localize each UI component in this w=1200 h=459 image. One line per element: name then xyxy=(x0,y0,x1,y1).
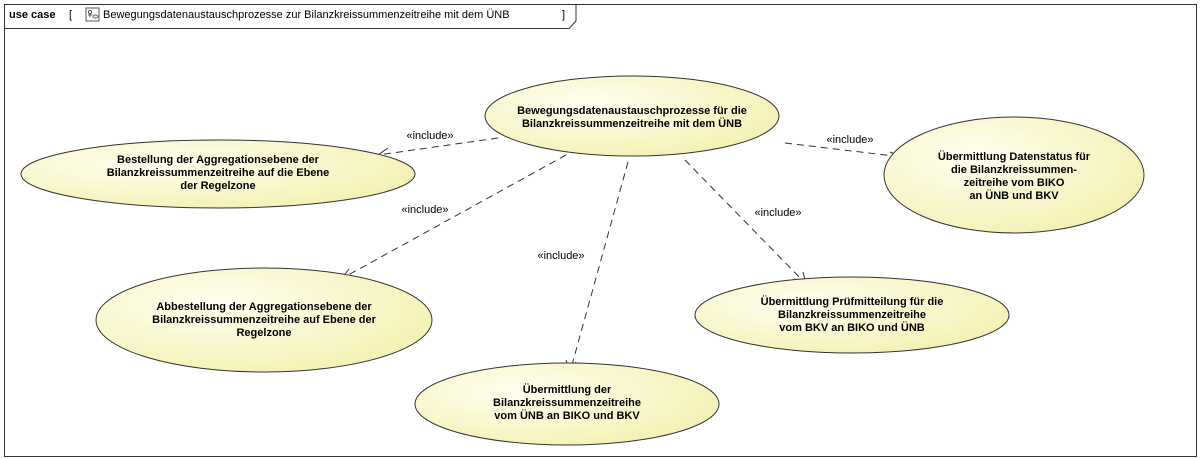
usecase-datenstatus[interactable]: Übermittlung Datenstatus für die Bilanzk… xyxy=(883,116,1145,234)
usecase-label-line: Bewegungsdatenaustauschprozesse für die xyxy=(517,105,747,117)
frame-bracket-close: ] xyxy=(562,9,565,21)
usecase-label-line: Bilanzkreissummenzeitreihe mit dem ÜNB xyxy=(522,117,742,130)
usecase-abbestellung[interactable]: Abbestellung der Aggregationsebene der B… xyxy=(95,267,433,373)
usecase-label-line: Bestellung der Aggregationsebene der xyxy=(117,154,320,166)
usecase-label-line: zeitreihe vom BIKO xyxy=(964,177,1065,189)
frame-keyword: use case xyxy=(9,9,55,21)
relation-include-pruefmitteilung[interactable]: «include» xyxy=(684,159,807,285)
frame-tab xyxy=(4,4,577,29)
include-label: «include» xyxy=(401,204,448,216)
usecase-label-line: vom BKV an BIKO und ÜNB xyxy=(779,321,925,334)
relation-include-datenstatus[interactable]: «include» xyxy=(784,134,904,164)
usecase-label-line: Bilanzkreissummenzeitreihe auf die Ebene xyxy=(107,167,330,179)
usecase-label-line: Bilanzkreissummenzeitreihe auf Ebene der xyxy=(152,314,376,326)
usecase-label-line: Regelzone xyxy=(236,327,291,339)
include-label: «include» xyxy=(537,250,584,262)
usecase-label-line: die Bilanzkreissummen- xyxy=(951,164,1077,176)
usecase-label-line: vom ÜNB an BIKO und BKV xyxy=(494,409,640,422)
usecase-label-line: Bilanzkreissummenzeitreihe xyxy=(493,397,641,409)
usecase-label-line: Bilanzkreissummenzeitreihe xyxy=(778,309,926,321)
usecase-bestellung[interactable]: Bestellung der Aggregationsebene der Bil… xyxy=(20,139,416,209)
include-label: «include» xyxy=(826,134,873,146)
usecase-label-line: an ÜNB und BKV xyxy=(969,189,1059,202)
frame-title: Bewegungsdatenaustauschprozesse zur Bila… xyxy=(103,9,510,21)
usecase-label-line: Abbestellung der Aggregationsebene der xyxy=(156,301,372,313)
usecase-main[interactable]: Bewegungsdatenaustauschprozesse für die … xyxy=(484,75,780,157)
usecase-label-line: Übermittlung Datenstatus für xyxy=(938,150,1091,163)
relation-include-uebermittlung[interactable]: «include» xyxy=(537,161,629,374)
usecase-pruefmitteilung[interactable]: Übermittlung Prüfmitteilung für die Bila… xyxy=(694,276,1010,354)
frame-heading: use case [ Bewegungsdatenaustauschprozes… xyxy=(9,7,565,22)
usecase-uebermittlung[interactable]: Übermittlung der Bilanzkreissummenzeitre… xyxy=(414,362,720,446)
usecase-label-line: der Regelzone xyxy=(180,180,255,192)
relation-include-bestellung[interactable]: «include» xyxy=(376,130,499,160)
usecase-diagram-icon xyxy=(85,7,100,22)
include-label: «include» xyxy=(406,130,453,142)
usecase-label-line: Übermittlung Prüfmitteilung für die xyxy=(761,295,944,308)
include-label: «include» xyxy=(754,207,801,219)
usecase-label-line: Übermittlung der xyxy=(523,383,612,396)
frame-bracket-open: [ xyxy=(69,9,72,21)
diagram-frame xyxy=(4,4,1197,457)
